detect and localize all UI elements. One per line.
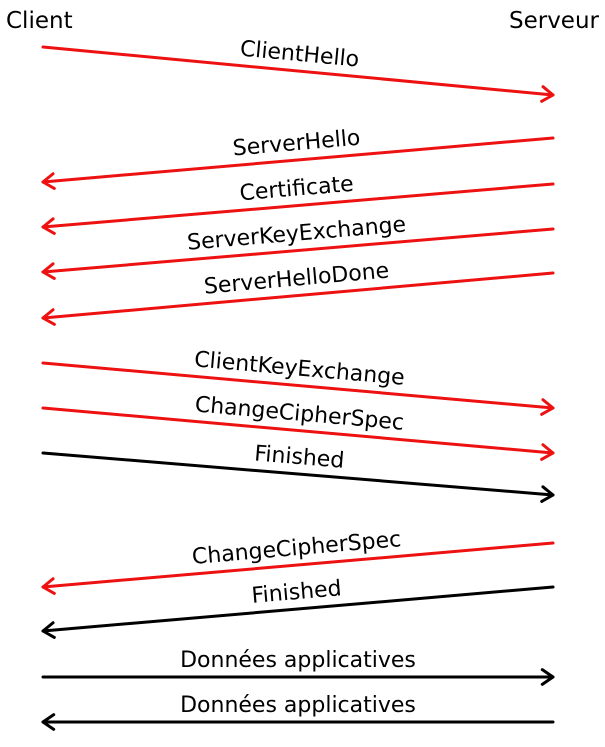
message-arrows: ClientHelloServerHelloCertificateServerK… bbox=[41, 37, 555, 731]
arrow-head-icon bbox=[41, 308, 56, 326]
message-arrow-line bbox=[41, 406, 555, 455]
message-arrow-line bbox=[41, 227, 555, 274]
arrow-head-icon bbox=[540, 398, 555, 416]
arrow-head-icon bbox=[540, 443, 555, 461]
message-arrow-line bbox=[41, 451, 555, 497]
arrow-head-icon bbox=[41, 172, 56, 190]
message-arrow-line bbox=[41, 541, 555, 589]
message-label: Données applicatives bbox=[180, 648, 416, 673]
arrow-head-icon bbox=[540, 85, 555, 103]
arrow-head-icon bbox=[41, 621, 56, 639]
arrow-head-icon bbox=[540, 668, 555, 686]
client-label: Client bbox=[6, 8, 73, 34]
server-label: Serveur bbox=[509, 8, 600, 34]
arrow-head-icon bbox=[41, 713, 56, 731]
message-label: ServerHelloDone bbox=[203, 258, 390, 299]
message-label: Finished bbox=[251, 576, 343, 609]
message-arrow-line bbox=[41, 45, 555, 97]
message-label: ChangeCipherSpec bbox=[191, 527, 402, 570]
message-arrow-line bbox=[41, 585, 555, 633]
message-arrow-line bbox=[41, 182, 555, 229]
arrow-head-icon bbox=[41, 577, 56, 595]
arrow-head-icon bbox=[41, 217, 56, 235]
message-arrow-line bbox=[41, 271, 555, 320]
message-label: Finished bbox=[253, 441, 345, 473]
arrow-head-icon bbox=[540, 485, 555, 503]
message-arrow-line bbox=[41, 136, 555, 184]
message-arrow-line bbox=[41, 361, 555, 410]
arrow-head-icon bbox=[41, 262, 56, 280]
message-label: Données applicatives bbox=[180, 693, 416, 718]
